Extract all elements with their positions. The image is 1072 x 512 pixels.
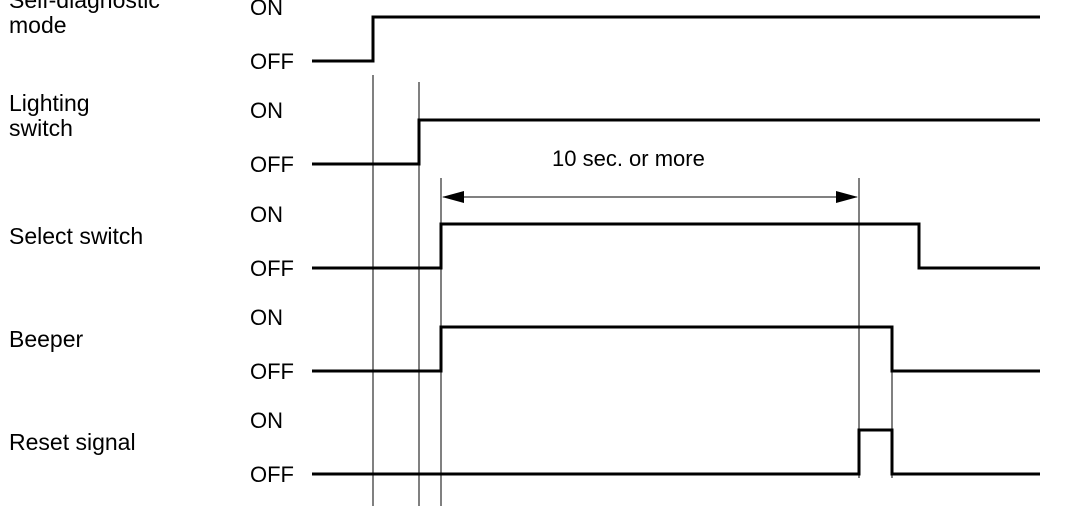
- off-state-label: OFF: [250, 462, 294, 487]
- on-state-label: ON: [250, 305, 283, 330]
- on-state-label: ON: [250, 98, 283, 123]
- signal-name-line: Lighting: [9, 90, 90, 116]
- signal-row: Select switch ON OFF: [9, 202, 1040, 281]
- arrowhead-left-icon: [442, 191, 464, 203]
- off-state-label: OFF: [250, 49, 294, 74]
- duration-label: 10 sec. or more: [552, 146, 705, 171]
- signal-waveform: [312, 118, 1040, 166]
- signal-name-line: Self-diagnostic: [9, 0, 160, 13]
- signal-row: Beeper ON OFF: [9, 305, 1040, 384]
- off-state-label: OFF: [250, 359, 294, 384]
- on-state-label: ON: [250, 408, 283, 433]
- signal-name: Select switch: [9, 223, 143, 249]
- signal-name-line: mode: [9, 12, 67, 38]
- signal-name: Beeper: [9, 326, 84, 352]
- signal-name: Reset signal: [9, 429, 136, 455]
- signal-waveform: [312, 222, 1040, 270]
- duration-annotation: 10 sec. or more: [442, 146, 858, 203]
- on-state-label: ON: [250, 202, 283, 227]
- signal-name-line: switch: [9, 115, 73, 141]
- signal-name-line: Select switch: [9, 223, 143, 249]
- signal-row: Reset signal ON OFF: [9, 408, 1040, 487]
- signal-waveform: [312, 428, 1040, 476]
- timing-guide-lines: [372, 75, 893, 506]
- signal-waveform: [312, 325, 1040, 373]
- off-state-label: OFF: [250, 256, 294, 281]
- on-state-label: ON: [250, 0, 283, 20]
- arrowhead-right-icon: [836, 191, 858, 203]
- signal-waveform: [312, 15, 1040, 63]
- signal-name-line: Reset signal: [9, 429, 136, 455]
- signal-name-line: Beeper: [9, 326, 84, 352]
- off-state-label: OFF: [250, 152, 294, 177]
